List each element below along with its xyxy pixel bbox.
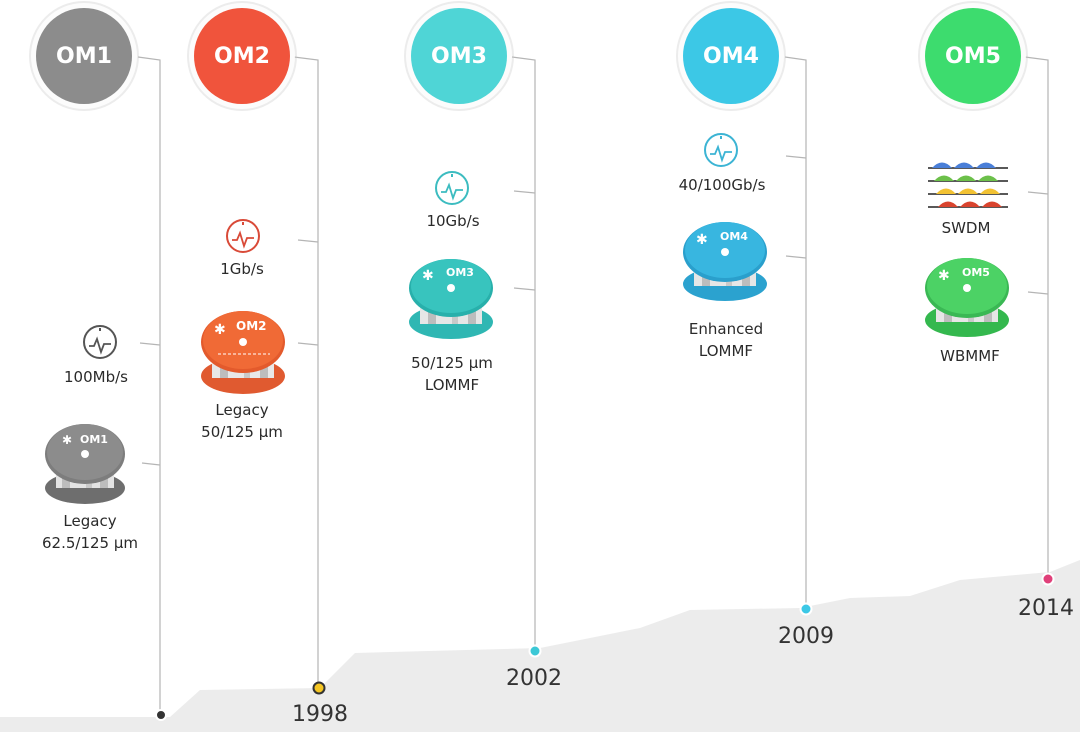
om4-badge: OM4 [683,8,779,104]
om5-badge: OM5 [925,8,1021,104]
om2-fiber-line1: Legacy [215,401,269,419]
speed-gauge-icon [704,133,738,167]
om2-fiber-line2: 50/125 μm [201,423,283,441]
om5-fiber-line1: WBMMF [940,347,1000,365]
om1-fiber-line2: 62.5/125 μm [41,534,139,552]
om3-fiber-line1: 50/125 μm [411,354,493,372]
om3-spool-label: OM3 [446,266,474,279]
om3-badge: OM3 [411,8,507,104]
timeline-ground [0,560,1080,732]
connector-om1 [137,56,161,712]
om1-spool-label: OM1 [80,433,108,446]
om1-fiber-label: Legacy 62.5/125 μm [42,510,138,554]
om4-fiber-spool-icon: ✱ OM4 [683,222,767,301]
om4-fiber-label: Enhanced LOMMF [689,318,763,362]
speed-gauge-icon [435,171,469,205]
year-2002: 2002 [506,666,562,691]
om4-fiber-line1: Enhanced [688,320,764,338]
connector-om2 [293,56,319,685]
year-dot-2014 [1041,572,1055,586]
svg-text:✱: ✱ [938,268,950,284]
om4-fiber-line2: LOMMF [698,342,754,360]
svg-text:✱: ✱ [696,232,708,248]
year-dot-2009 [799,602,813,616]
om1-speed-label: 100Mb/s [64,368,128,386]
svg-text:✱: ✱ [62,433,72,447]
connector-om4 [784,56,807,606]
year-dot-om1 [155,709,167,721]
swdm-wave-icon [928,162,1008,208]
om3-fiber-line2: LOMMF [424,376,480,394]
om2-speed-label: 1Gb/s [220,260,264,278]
year-dot-1998 [312,681,326,695]
om5-fiber-spool-icon: ✱ OM5 [925,258,1009,337]
om4-speed-label: 40/100Gb/s [678,176,766,194]
year-dot-2002 [528,644,542,658]
connector-lines [137,56,1049,712]
om5-spool-label: OM5 [962,266,990,279]
connector-om5 [1024,56,1049,576]
year-1998: 1998 [292,702,348,727]
om1-fiber-spool-icon: ✱ OM1 [45,424,125,504]
om1-fiber-line1: Legacy [63,512,117,530]
om3-fiber-label: 50/125 μm LOMMF [411,352,493,396]
om3-fiber-spool-icon: ✱ OM3 [409,259,493,339]
om4-spool-label: OM4 [720,230,748,243]
connector-om3 [511,56,536,648]
year-2009: 2009 [778,624,834,649]
om1-badge: OM1 [36,8,132,104]
om2-fiber-spool-icon: ✱ OM2 [201,311,285,394]
om5-speed-label: SWDM [941,219,991,237]
om2-badge: OM2 [194,8,290,104]
om3-speed-label: 10Gb/s [426,212,480,230]
svg-text:✱: ✱ [214,322,226,338]
speed-gauge-icon [83,325,117,359]
om2-fiber-label: Legacy 50/125 μm [201,399,283,443]
om5-fiber-label: WBMMF [940,345,1000,367]
year-2014: 2014 [1018,596,1074,621]
svg-text:✱: ✱ [422,268,434,284]
speed-gauge-icon [226,219,260,253]
om2-spool-label: OM2 [236,319,267,333]
